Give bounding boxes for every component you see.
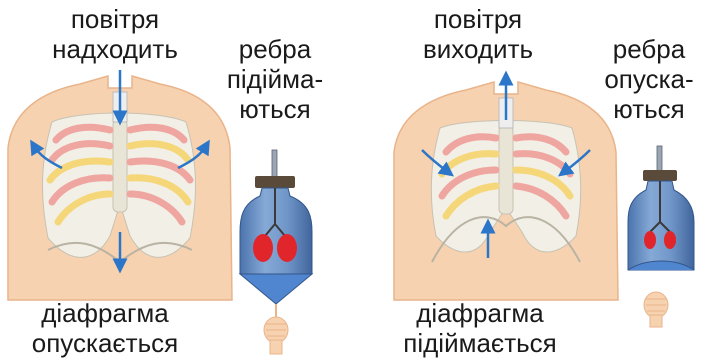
exhale-jar-tube (657, 146, 662, 172)
inhale-jar-model (240, 150, 312, 354)
inhale-left-balloon (253, 234, 273, 262)
exhale-jar-cap (643, 170, 677, 181)
inhale-torso (8, 70, 232, 300)
exhale-left-balloon (644, 231, 656, 249)
exhale-hand-icon (644, 292, 668, 327)
inhale-jar-membrane (240, 274, 312, 304)
inhale-right-balloon (277, 234, 297, 262)
exhale-right-balloon (664, 231, 676, 249)
inhale-jar-cap (255, 176, 295, 188)
inhale-jar-tube (272, 150, 277, 180)
exhale-jar-model (628, 146, 694, 327)
exhale-sternum (499, 126, 513, 214)
exhale-torso (394, 78, 618, 300)
inhale-hand-icon (264, 317, 288, 354)
inhale-sternum (113, 120, 127, 212)
